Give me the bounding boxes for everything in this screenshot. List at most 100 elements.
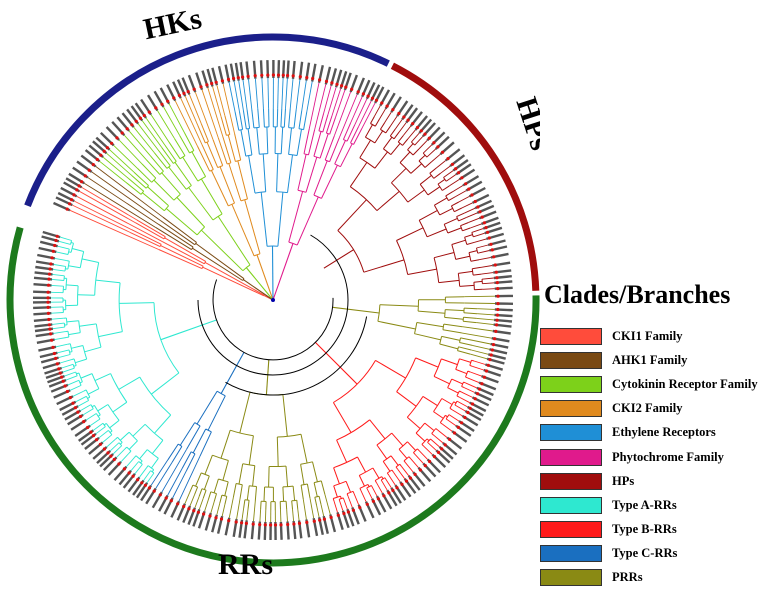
tree-branch: [321, 504, 324, 516]
tree-branch: [277, 154, 278, 192]
tree-branch: [117, 449, 125, 458]
tree-branch: [177, 197, 205, 227]
tree-branch: [462, 327, 492, 331]
tree-branch: [377, 483, 383, 494]
leaf-marker: [69, 396, 72, 399]
tree-branch: [247, 110, 250, 129]
tree-branch: [78, 286, 79, 306]
tree-branch: [151, 156, 164, 171]
leaf-marker: [496, 295, 499, 298]
leaf-marker: [484, 226, 487, 229]
tree-branch: [268, 78, 269, 108]
tree-branch: [142, 121, 162, 148]
leaf-marker: [232, 77, 235, 80]
leaf-marker: [50, 256, 53, 259]
tree-branch: [419, 140, 427, 149]
tree-branch: [315, 342, 357, 384]
leaf-marker: [79, 415, 82, 418]
leaf-marker: [54, 239, 57, 242]
tree-branch: [301, 464, 304, 484]
leaf-marker: [49, 267, 52, 270]
tree-branch: [394, 132, 399, 139]
tree-branch: [200, 432, 211, 456]
tree-branch: [186, 186, 191, 190]
tree-branch: [360, 158, 375, 168]
tree-branch: [60, 360, 72, 363]
legend-swatch: [540, 473, 602, 490]
tree-branch: [436, 429, 438, 431]
tree-branch: [283, 486, 293, 487]
leaf-marker: [478, 388, 481, 391]
tree-branch: [458, 273, 459, 286]
tree-branch: [133, 424, 145, 436]
tree-branch: [292, 500, 297, 501]
tree-branch: [466, 371, 468, 377]
tree-branch: [472, 269, 473, 275]
leaf-marker: [86, 426, 89, 429]
leaf-marker: [436, 145, 439, 148]
tree-branch: [253, 466, 255, 487]
leaf-marker: [113, 458, 116, 461]
tree-branch: [242, 508, 244, 520]
leaf-marker: [78, 184, 81, 187]
tree-branch: [351, 97, 363, 123]
tree-branch: [201, 124, 208, 142]
tree-branch: [155, 415, 171, 433]
tree-branch: [225, 482, 228, 496]
tree-branch: [298, 154, 306, 190]
leaf-marker: [159, 493, 162, 496]
legend-item-type-b-rrs: Type B-RRs: [540, 518, 768, 542]
tree-branch: [358, 457, 366, 472]
leaf-marker: [358, 506, 361, 509]
tree-branch: [419, 161, 425, 168]
tree-branch: [260, 510, 261, 522]
legend-swatch: [540, 400, 602, 417]
tree-branch: [439, 280, 460, 282]
tree-branch: [359, 475, 364, 486]
tree-branch: [371, 124, 376, 127]
tree-branch: [334, 481, 346, 486]
legend-item-hps: HPs: [540, 469, 768, 493]
tree-branch: [302, 81, 307, 111]
leaf-marker: [282, 74, 285, 77]
tree-branch: [301, 484, 307, 485]
tree-branch: [441, 166, 451, 173]
tree-branch: [98, 405, 108, 411]
tree-branch: [479, 257, 491, 259]
tree-branch: [419, 210, 437, 220]
tree-branch: [469, 253, 471, 262]
tree-branch: [458, 271, 472, 273]
tree-branch: [213, 214, 222, 220]
tree-branch: [441, 359, 457, 365]
tree-branch: [68, 344, 71, 345]
leaf-marker: [483, 376, 486, 379]
legend-item-type-a-rrs: Type A-RRs: [540, 493, 768, 517]
tree-branch: [62, 364, 73, 368]
tree-branch: [278, 192, 283, 246]
leaf-marker: [99, 154, 102, 157]
tree-branch: [119, 303, 154, 304]
tree-branch: [248, 500, 249, 508]
legend-label: CKI1 Family: [612, 329, 682, 344]
tree-branch: [57, 350, 69, 353]
leaf-marker: [350, 88, 353, 91]
leaf-marker: [84, 174, 87, 177]
tree-branch: [434, 412, 444, 419]
leaf-marker: [277, 74, 280, 77]
tree-branch: [221, 353, 244, 394]
tree-branch: [371, 486, 377, 497]
tree-branch: [415, 323, 417, 334]
tree-branch: [230, 430, 253, 436]
tree-branch: [205, 455, 213, 474]
tree-branch: [413, 453, 415, 455]
tree-branch: [92, 374, 99, 389]
leaf-marker: [395, 486, 398, 489]
tree-branch: [336, 90, 345, 117]
tree-branch: [175, 162, 191, 185]
tree-branch: [425, 423, 434, 431]
tree-branch: [387, 473, 389, 475]
tree-branch: [294, 110, 296, 129]
tree-branch: [419, 155, 425, 161]
tree-branch: [427, 149, 436, 157]
leaf-marker: [64, 384, 67, 387]
